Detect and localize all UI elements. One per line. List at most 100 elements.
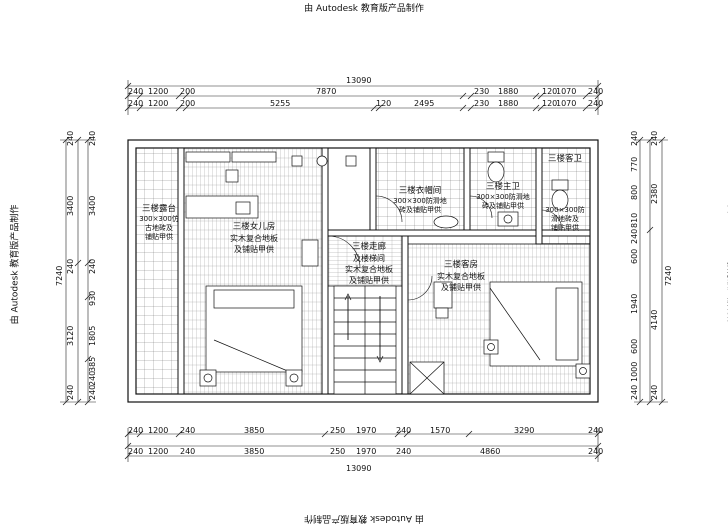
dimension-ticks [62, 82, 666, 460]
corridor-floor [327, 235, 409, 287]
left-outer-4: 240 [66, 384, 75, 400]
bottom-r2-0: 240 [128, 447, 144, 456]
right-inner-6: 1940 [630, 293, 639, 314]
right-inner-0: 240 [630, 130, 639, 146]
daughter-name: 三楼女儿房 [232, 222, 276, 232]
bottom-r2-2: 240 [180, 447, 196, 456]
bottom-r1-8: 3290 [514, 426, 535, 435]
daughter-line2: 及铺贴甲供 [234, 245, 274, 254]
guest-name: 三楼客房 [443, 260, 478, 270]
bottom-r1-7: 1570 [430, 426, 451, 435]
bottom-r2-4: 250 [330, 447, 346, 456]
bottom-r2-3: 3850 [244, 447, 265, 456]
bottom-r1-3: 3850 [244, 426, 265, 435]
guest-bath-name: 三楼客卫 [547, 154, 582, 164]
left-outer-2: 240 [66, 258, 75, 274]
bottom-r1-9: 240 [588, 426, 604, 435]
closet-line2: 砖及铺贴甲供 [399, 206, 441, 214]
staircase [333, 285, 397, 395]
top-r1-7: 1070 [556, 87, 577, 96]
left-inner-4: 1805 [88, 325, 97, 346]
bottom-r1-5: 1970 [356, 426, 377, 435]
terrace-name: 三楼露台 [141, 204, 176, 214]
right-inner-1: 770 [630, 156, 639, 172]
left-inner-5: 385 [88, 356, 97, 372]
guest-room-furniture [433, 281, 591, 379]
room-label-corridor: 三楼走廊 及楼梯间 实木复合地板 及铺贴甲供 [332, 242, 406, 286]
top-r2-6: 230 [474, 99, 490, 108]
terrace-line1: 300×300仿 [139, 215, 179, 223]
room-label-daughter: 三楼女儿房 实木复合地板 及铺贴甲供 [214, 222, 294, 255]
top-r1-8: 240 [588, 87, 604, 96]
top-r1-6: 120 [542, 87, 558, 96]
left-outer-3: 3120 [66, 325, 75, 346]
master-bath-line1: 300×300防滑地 [476, 193, 530, 201]
right-outer-0: 240 [650, 130, 659, 146]
right-outer-1: 2380 [650, 183, 659, 204]
right-overall-dim: 7240 [664, 265, 673, 286]
left-overall-dim: 7240 [55, 265, 64, 286]
closet-line1: 300×300防滑地 [393, 197, 447, 205]
left-inner-0: 240 [88, 130, 97, 146]
top-r1-1: 1200 [148, 87, 169, 96]
left-inner-1: 3400 [88, 195, 97, 216]
right-outer-3: 240 [650, 384, 659, 400]
top-r1-4: 230 [474, 87, 490, 96]
bottom-r1-1: 1200 [148, 426, 169, 435]
left-outer-1: 3400 [66, 195, 75, 216]
daughter-line1: 实木复合地板 [230, 234, 278, 243]
room-label-closet: 三楼衣帽间 300×300防滑地 砖及铺贴甲供 [376, 186, 464, 215]
top-r1-0: 240 [128, 87, 144, 96]
room-label-terrace: 三楼露台 300×300仿 古地砖及 铺贴甲供 [134, 204, 184, 242]
bottom-overall-dim: 13090 [346, 464, 372, 473]
top-r1-3: 7870 [316, 87, 337, 96]
corridor-name: 三楼走廊 [351, 242, 386, 252]
closet-name: 三楼衣帽间 [398, 186, 442, 196]
bottom-r1-6: 240 [396, 426, 412, 435]
bottom-r2-8: 240 [588, 447, 604, 456]
left-inner-3: 930 [88, 290, 97, 306]
master-bath-line2: 砖及铺贴甲供 [482, 202, 524, 210]
right-inner-4: 240 [630, 228, 639, 244]
room-label-guest-bath-desc: 300×300防 滑地砖及 铺贴甲供 [540, 206, 590, 233]
bottom-r2-5: 1970 [356, 447, 377, 456]
corridor-line2: 实木复合地板 [345, 265, 393, 274]
top-r2-8: 120 [542, 99, 558, 108]
right-inner-3: 810 [630, 212, 639, 228]
top-r2-10: 240 [588, 99, 604, 108]
interior-walls [177, 147, 591, 395]
left-inner-2: 240 [88, 258, 97, 274]
right-inner-5: 600 [630, 248, 639, 264]
terrace-line3: 铺贴甲供 [145, 233, 173, 241]
right-inner-9: 240 [630, 384, 639, 400]
top-r2-0: 240 [128, 99, 144, 108]
top-r1-5: 1880 [498, 87, 519, 96]
guest-bath-line2: 滑地砖及 [551, 215, 579, 223]
master-bath-name: 三楼主卫 [485, 182, 520, 192]
guest-line1: 实木复合地板 [437, 272, 485, 281]
top-r2-3: 5255 [270, 99, 291, 108]
bath-fixtures [433, 151, 569, 229]
bottom-r1-0: 240 [128, 426, 144, 435]
right-inner-7: 600 [630, 338, 639, 354]
bottom-r1-2: 240 [180, 426, 196, 435]
top-r1-2: 200 [180, 87, 196, 96]
watermark-top: 由 Autodesk 教育版产品制作 [304, 4, 424, 14]
top-overall-dim: 13090 [346, 76, 372, 85]
top-r2-4: 120 [376, 99, 392, 108]
corridor-line3: 及铺贴甲供 [349, 276, 389, 285]
guest-bath-line1: 300×300防 [545, 206, 585, 214]
room-label-guest: 三楼客房 实木复合地板 及铺贴甲供 [424, 260, 498, 293]
terrace-line2: 古地砖及 [145, 224, 173, 232]
terrace-floor [135, 147, 179, 395]
room-label-master-bath: 三楼主卫 300×300防滑地 砖及铺贴甲供 [468, 182, 538, 211]
top-r2-7: 1880 [498, 99, 519, 108]
right-outer-2: 4140 [650, 309, 659, 330]
wardrobe-closet-box [409, 361, 445, 395]
left-inner-7: 240 [88, 384, 97, 400]
bottom-r2-1: 1200 [148, 447, 169, 456]
door-swings [327, 195, 563, 301]
top-r2-2: 200 [180, 99, 196, 108]
bottom-r2-7: 4860 [480, 447, 501, 456]
